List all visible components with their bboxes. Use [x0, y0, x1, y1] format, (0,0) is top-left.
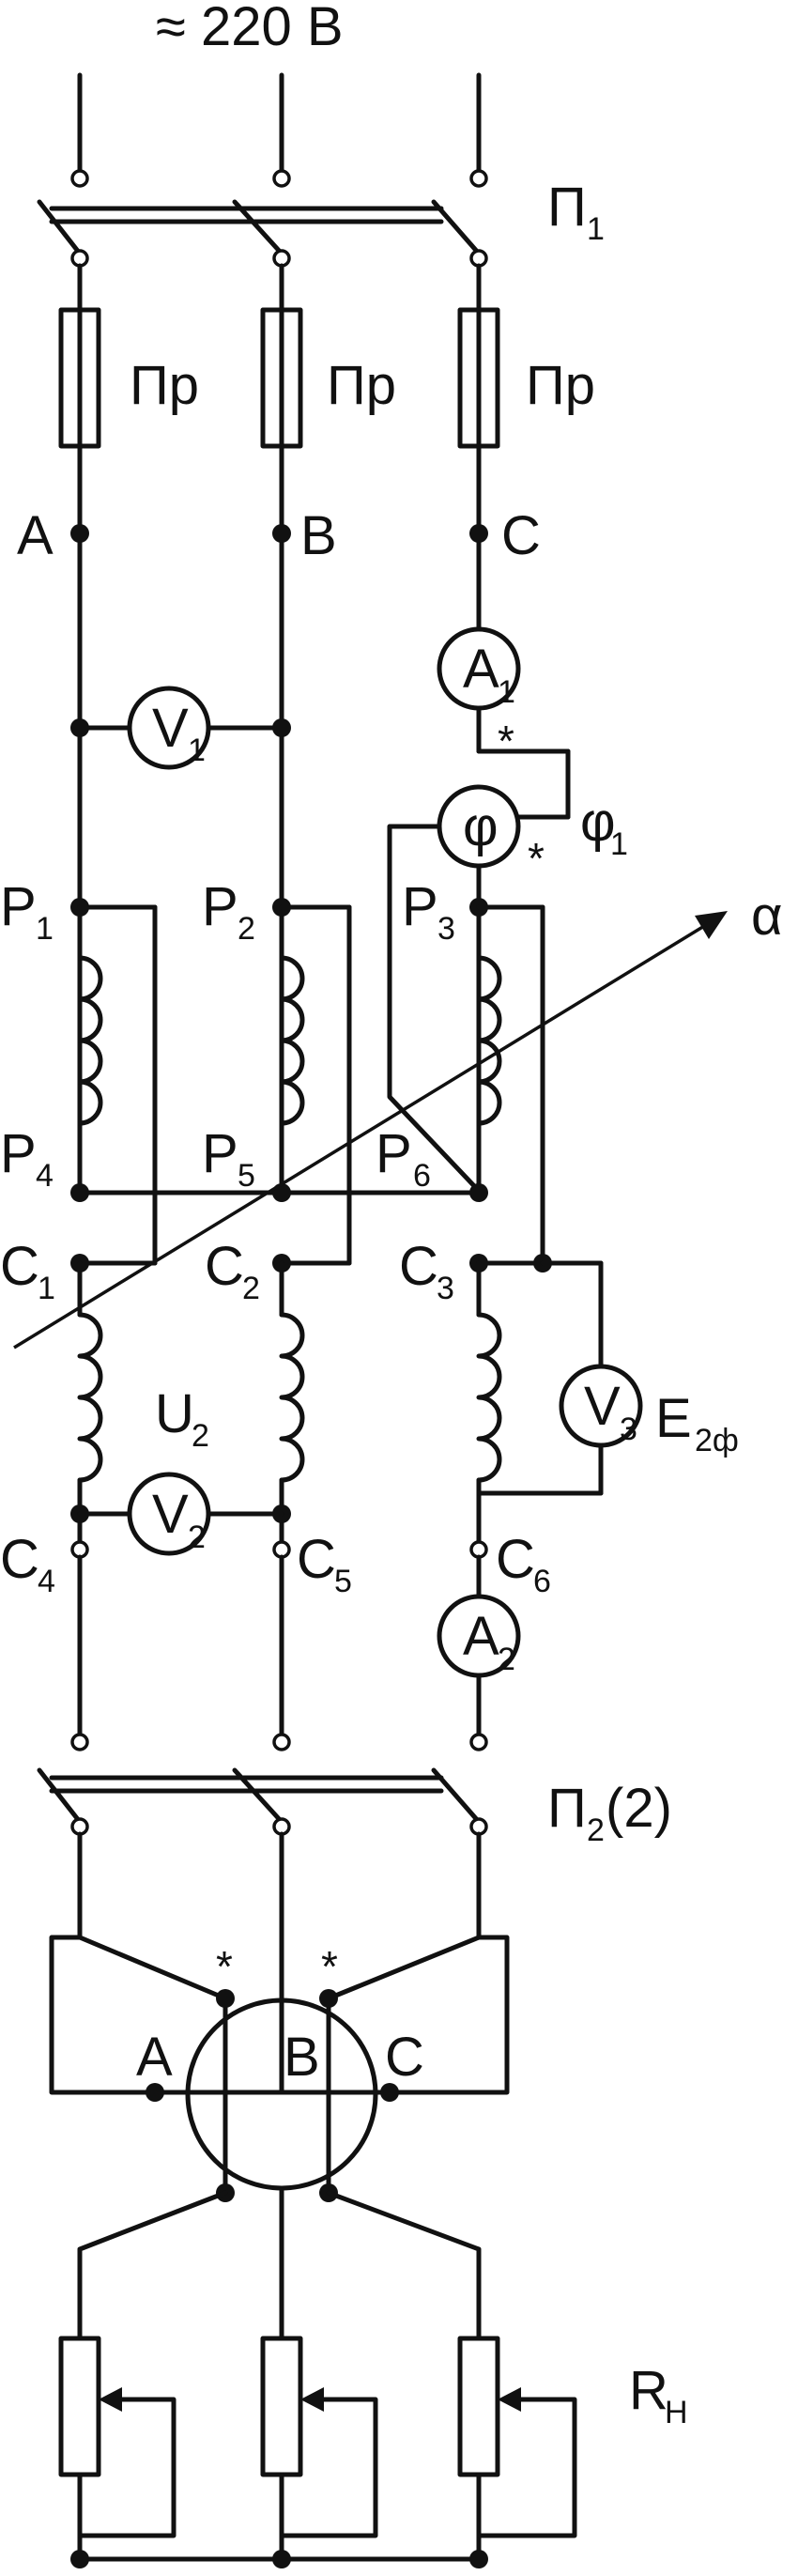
motor-terminal-c: C: [385, 2027, 424, 2088]
phase-lines: [70, 443, 488, 1195]
c6-sub: 6: [533, 1564, 551, 1599]
switch-p1-label: П: [547, 177, 587, 238]
fuse-label-2: Пр: [327, 355, 396, 416]
switch-p1-sub: 1: [587, 211, 605, 247]
c4-label: C: [0, 1529, 39, 1590]
rn-sub: Н: [665, 2395, 688, 2430]
phi1-sub: 1: [610, 826, 628, 862]
u2-label: U: [155, 1383, 194, 1444]
lower-wires: [70, 1554, 488, 1751]
fuses: [58, 263, 500, 449]
c5-sub: 5: [334, 1564, 352, 1599]
voltmeter-v1-icon: [127, 686, 211, 770]
voltmeter-v1-sub: 1: [188, 733, 206, 768]
rheostat-arrow-2-icon: [300, 2387, 324, 2412]
p3-sub: 3: [437, 911, 455, 947]
voltmeter-v2-label: V: [152, 1484, 189, 1545]
c5-label: C: [297, 1529, 336, 1590]
alpha-label: α: [751, 886, 783, 947]
load-resistors: [58, 2185, 577, 2568]
ammeter-a1-sub: 1: [498, 674, 515, 710]
phase-b-label: B: [300, 505, 337, 566]
rotation-axis: [13, 918, 714, 1350]
switch-p2-label: П: [547, 1778, 587, 1839]
p4-label: P: [0, 1123, 37, 1184]
fuse-label-3: Пр: [526, 355, 595, 416]
voltmeter-v1-label: V: [152, 698, 189, 759]
u2-sub: 2: [192, 1418, 209, 1454]
rotation-arrowhead-icon: [695, 911, 728, 939]
p6-label: P: [376, 1123, 412, 1184]
c3-label: C: [399, 1236, 438, 1297]
phase-meter-label: φ: [463, 796, 499, 857]
c1-sub: 1: [38, 1271, 55, 1306]
rheostat-arrow-3-icon: [498, 2387, 521, 2412]
p3-label: P: [402, 876, 438, 937]
ammeter-a2-sub: 2: [498, 1642, 515, 1677]
phase-a-label: A: [17, 505, 54, 566]
motor-terminal-b: B: [284, 2027, 320, 2088]
primary-windings: [70, 898, 545, 1266]
switch-p2-suffix: (2): [606, 1778, 672, 1839]
rheostat-arrow-1-icon: [99, 2387, 122, 2412]
e2f-sub: 2ф: [695, 1423, 739, 1458]
motor-terminal-a: A: [136, 2027, 173, 2088]
rn-label: R: [629, 2360, 668, 2421]
switch-p2-sub: 2: [587, 1812, 605, 1848]
star-a1: *: [498, 717, 514, 765]
secondary-windings: [70, 1254, 552, 1559]
e2f-label: E: [655, 1388, 692, 1449]
switch-p2: [37, 1767, 488, 1836]
c6-label: C: [496, 1529, 535, 1590]
p1-label: P: [0, 876, 37, 937]
voltmeter-v3-label: V: [584, 1376, 621, 1437]
motor: [49, 1831, 510, 2202]
p5-sub: 5: [238, 1158, 255, 1194]
c4-sub: 4: [38, 1564, 55, 1599]
c1-label: C: [0, 1236, 39, 1297]
voltmeter-v3-sub: 3: [620, 1411, 637, 1447]
star-phi: *: [528, 834, 545, 883]
c3-sub: 3: [437, 1271, 454, 1306]
c2-sub: 2: [242, 1271, 260, 1306]
phase-c-label: C: [501, 505, 541, 566]
star-motor-c: *: [321, 1942, 338, 1991]
voltmeter-v2-icon: [127, 1472, 211, 1556]
c2-label: C: [205, 1236, 244, 1297]
supply-wires: [70, 72, 488, 188]
supply-label: ≈ 220 В: [156, 0, 344, 57]
ammeter-a2-label: A: [463, 1606, 499, 1667]
p2-sub: 2: [238, 911, 255, 947]
p4-sub: 4: [36, 1158, 54, 1194]
p1-sub: 1: [36, 911, 54, 947]
switch-p1: [37, 199, 488, 268]
ammeter-a1-label: A: [463, 639, 499, 700]
fuse-label-1: Пр: [130, 355, 199, 416]
p2-label: P: [202, 876, 238, 937]
p6-sub: 6: [413, 1158, 431, 1194]
star-motor-a: *: [216, 1942, 233, 1991]
p5-label: P: [202, 1123, 238, 1184]
voltmeter-v2-sub: 2: [188, 1519, 206, 1555]
voltmeter-v3-icon: [559, 1364, 643, 1448]
phi1-label: φ: [580, 792, 616, 853]
